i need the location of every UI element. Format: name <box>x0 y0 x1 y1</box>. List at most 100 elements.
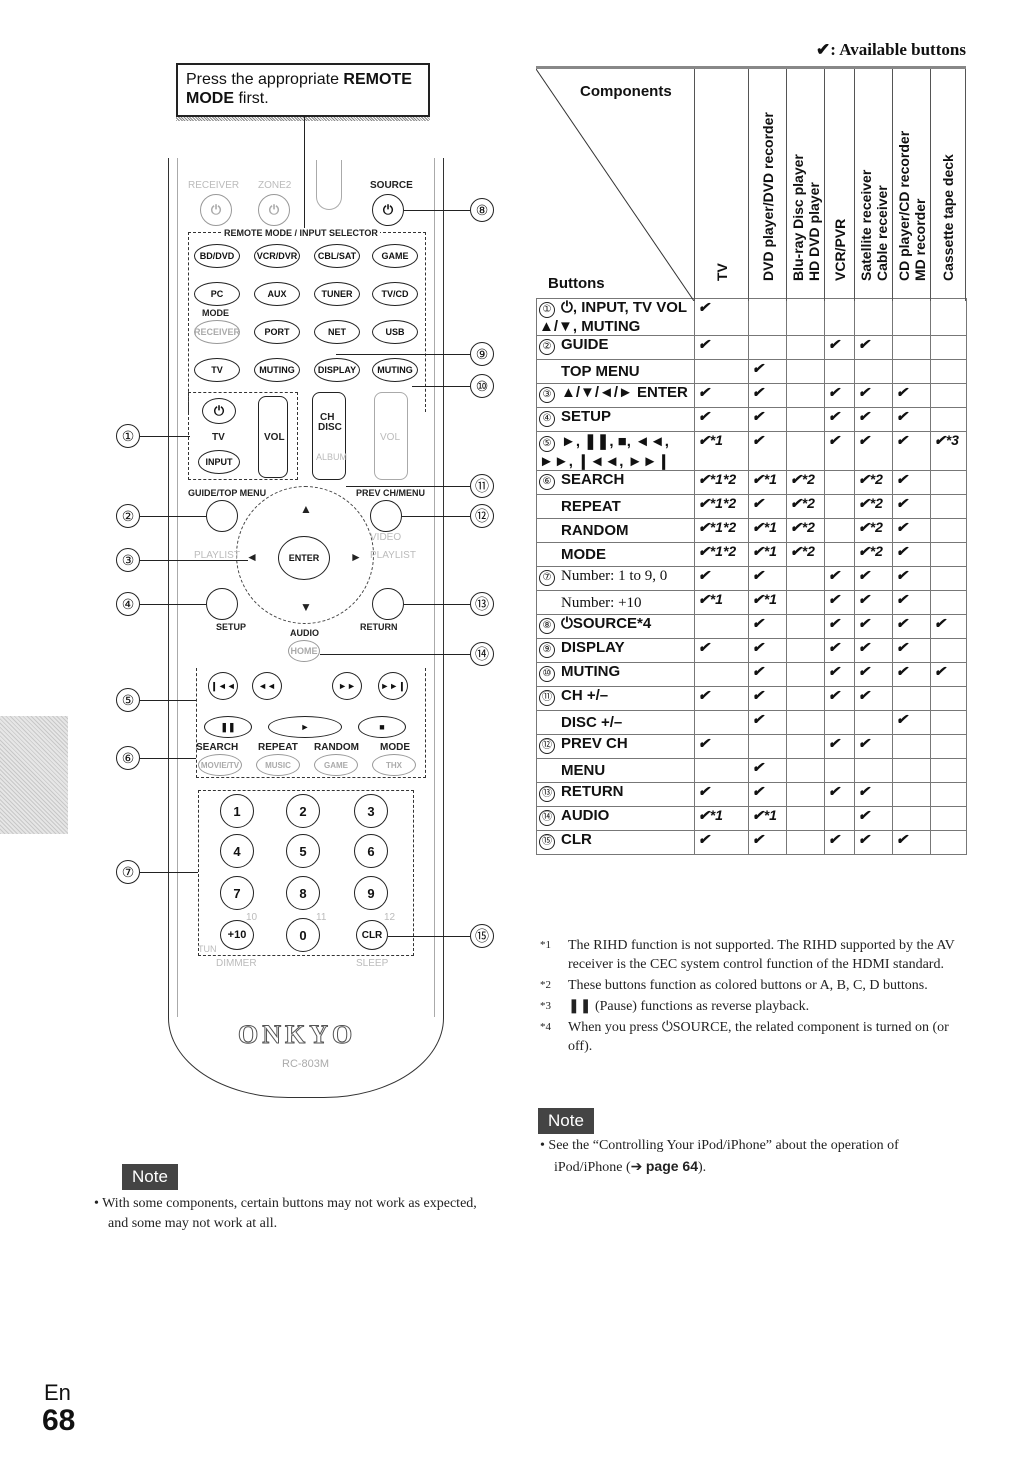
callout-7-line <box>140 872 198 874</box>
digit-7-button[interactable]: 7 <box>220 876 254 910</box>
matrix-cell: ✔ <box>854 662 893 687</box>
usb-button[interactable]: USB <box>372 320 418 344</box>
game-mode-button[interactable]: GAME <box>314 754 358 776</box>
stop-icon[interactable]: ■ <box>358 716 406 738</box>
vcr-dvr-button[interactable]: VCR/DVR <box>254 244 300 268</box>
check-mark: ✔ <box>858 807 870 823</box>
check-mark: ✔*2 <box>790 495 815 511</box>
matrix-cell: ✔ <box>748 638 787 663</box>
receiver-mode-button[interactable]: RECEIVER <box>194 320 240 344</box>
row-number: ⑫ <box>539 738 555 754</box>
music-button[interactable]: MUSIC <box>256 754 300 776</box>
page-ref-link[interactable]: page 64 <box>645 1158 698 1174</box>
check-mark: ✔ <box>858 336 870 352</box>
tv-power-icon[interactable]: ⏻ <box>202 398 236 424</box>
digit-9-button[interactable]: 9 <box>354 876 388 910</box>
check-mark: ✔ <box>828 663 840 679</box>
prev-track-icon[interactable]: ❙◄◄ <box>208 672 238 700</box>
thx-button[interactable]: THX <box>372 754 416 776</box>
digit-3-button[interactable]: 3 <box>354 794 388 828</box>
tv-mode-button[interactable]: TV <box>194 358 240 382</box>
digit-0-button[interactable]: 0 <box>286 918 320 952</box>
down-arrow-icon[interactable]: ▼ <box>300 600 312 614</box>
return-button[interactable] <box>372 588 404 620</box>
home-button[interactable]: HOME <box>288 640 320 662</box>
left-arrow-icon[interactable]: ◄ <box>246 550 258 564</box>
digit-8-button[interactable]: 8 <box>286 876 320 910</box>
vol-label: VOL <box>264 432 285 443</box>
source-power-icon[interactable]: ⏻ <box>372 194 404 226</box>
matrix-cell <box>854 359 893 384</box>
play-icon[interactable]: ► <box>268 716 342 738</box>
ch-disc-rocker[interactable] <box>312 392 346 480</box>
net-button[interactable]: NET <box>314 320 360 344</box>
next-track-icon[interactable]: ►►❙ <box>378 672 408 700</box>
matrix-cell: ✔ <box>824 614 855 639</box>
game-button[interactable]: GAME <box>372 244 418 268</box>
vol-rocker[interactable] <box>374 392 408 480</box>
number-pad-area <box>198 790 414 956</box>
movie-tv-button[interactable]: MOVIE/TV <box>198 754 242 776</box>
tv-muting-button[interactable]: MUTING <box>254 358 300 382</box>
plus10-button[interactable]: +10 <box>220 920 254 950</box>
digit-1-button[interactable]: 1 <box>220 794 254 828</box>
digit-11-label: 11 <box>316 912 327 923</box>
mode-label: MODE <box>202 308 229 318</box>
guide-button[interactable] <box>206 500 238 532</box>
matrix-cell <box>892 782 931 807</box>
tv-input-button[interactable]: INPUT <box>198 450 240 474</box>
check-mark: ✔ <box>752 759 764 775</box>
matrix-cell: ✔ <box>854 590 893 615</box>
cbl-sat-button[interactable]: CBL/SAT <box>314 244 360 268</box>
matrix-cell: ✔ <box>748 758 787 783</box>
setup-button[interactable] <box>206 588 238 620</box>
rewind-icon[interactable]: ◄◄ <box>252 672 282 700</box>
matrix-cell: ✔*2 <box>786 542 825 567</box>
clr-button[interactable]: CLR <box>356 920 388 950</box>
aux-button[interactable]: AUX <box>254 282 300 306</box>
digit-5-button[interactable]: 5 <box>286 834 320 868</box>
check-mark: ✔ <box>896 408 908 424</box>
up-arrow-icon[interactable]: ▲ <box>300 502 312 516</box>
right-note-text: • See the “Controlling Your iPod/iPhone”… <box>540 1138 899 1175</box>
tv-cd-button[interactable]: TV/CD <box>372 282 418 306</box>
digit-4-button[interactable]: 4 <box>220 834 254 868</box>
display-button[interactable]: DISPLAY <box>314 358 360 382</box>
row-label: ⑧⏻SOURCE*4 <box>536 614 695 639</box>
right-arrow-icon[interactable]: ► <box>350 550 362 564</box>
tv-vol-rocker[interactable] <box>258 396 288 478</box>
table-row: DISC +/–✔✔ <box>536 710 968 735</box>
check-mark: ✔ <box>752 615 764 631</box>
fast-forward-icon[interactable]: ►► <box>332 672 362 700</box>
muting-button[interactable]: MUTING <box>372 358 418 382</box>
matrix-cell <box>786 758 825 783</box>
enter-button[interactable]: ENTER <box>278 536 330 580</box>
matrix-cell: ✔ <box>694 335 749 360</box>
pc-button[interactable]: PC <box>194 282 240 306</box>
digit-2-button[interactable]: 2 <box>286 794 320 828</box>
chapter-tab <box>0 716 68 834</box>
matrix-cell <box>930 407 967 432</box>
matrix-cell: ✔ <box>824 590 855 615</box>
check-mark: ✔ <box>698 831 710 847</box>
matrix-cell: ✔*1 <box>748 806 787 831</box>
digit-6-button[interactable]: 6 <box>354 834 388 868</box>
pause-icon[interactable]: ❚❚ <box>204 716 252 738</box>
prev-ch-button[interactable] <box>370 500 402 532</box>
tuner-button[interactable]: TUNER <box>314 282 360 306</box>
table-row: TOP MENU✔ <box>536 359 968 384</box>
receiver-power-icon[interactable]: ⏻ <box>200 194 232 226</box>
callout-2: ② <box>116 504 140 528</box>
check-mark: ✔ <box>896 432 908 448</box>
matrix-cell: ✔ <box>824 383 855 408</box>
check-mark: ✔*1*2 <box>698 495 737 511</box>
bd-dvd-button[interactable]: BD/DVD <box>194 244 240 268</box>
zone2-power-icon[interactable]: ⏻ <box>258 194 290 226</box>
matrix-pad-cell <box>967 639 968 663</box>
matrix-cell: ✔ <box>854 830 893 855</box>
port-button[interactable]: PORT <box>254 320 300 344</box>
matrix-cell: ✔ <box>892 542 931 567</box>
